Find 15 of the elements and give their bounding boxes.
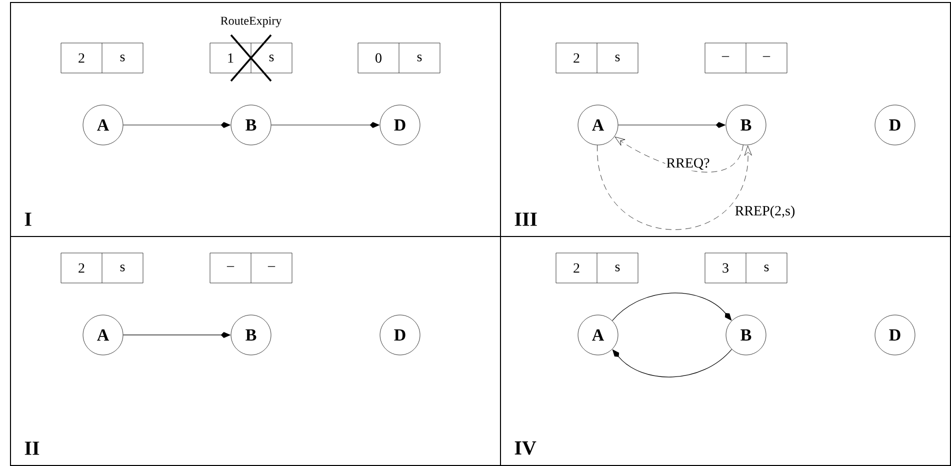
record-box: 0 s xyxy=(358,42,440,74)
beside-label: RouteExpiry xyxy=(220,16,282,28)
record-box: 1 s xyxy=(210,42,292,74)
record-box: 2 s xyxy=(60,252,144,284)
arrow xyxy=(597,144,752,230)
record-box: – – xyxy=(210,252,292,284)
record-box: 3 s xyxy=(704,252,788,284)
edge-label: RREQ? xyxy=(665,157,711,171)
edge-label: RREP(2,s) xyxy=(734,204,796,220)
arrow xyxy=(612,292,732,321)
record-box: 2 s xyxy=(556,42,638,74)
arrow xyxy=(612,348,732,378)
record-box: 2 s xyxy=(556,252,638,284)
record-box: 2 s xyxy=(60,42,144,74)
record-box: – – xyxy=(704,42,788,74)
